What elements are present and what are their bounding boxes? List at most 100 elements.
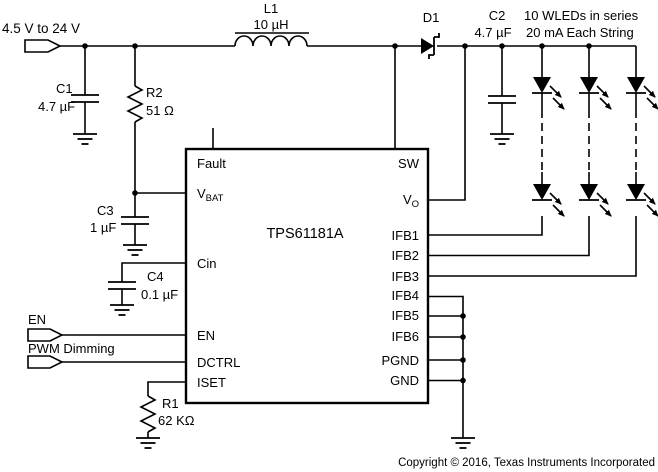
supply-input-label: 4.5 V to 24 V — [2, 21, 80, 36]
d1-ref-label: D1 — [423, 10, 440, 25]
junction-dot — [460, 377, 466, 384]
pin-label-ifb1: IFB1 — [392, 228, 419, 243]
resistor-r1-symbol — [140, 395, 156, 433]
l1-ref-label: L1 — [264, 1, 278, 16]
pin-vbat-base: V — [197, 186, 206, 201]
capacitor-c1: C1 4.7 µF — [38, 81, 100, 145]
led-icon — [579, 184, 611, 216]
junction-dot — [460, 357, 466, 363]
pin-label-en: EN — [197, 328, 215, 343]
c2-ref-label: C2 — [489, 8, 506, 23]
r1-ground-symbol — [135, 437, 161, 449]
bus-ground-symbol — [450, 437, 476, 449]
led-string-1 — [428, 46, 564, 236]
en-input: EN — [27, 312, 64, 342]
pin-vo-base: V — [403, 192, 412, 207]
junction-dot — [499, 43, 505, 49]
c2-value-label: 4.7 µF — [474, 25, 511, 40]
diode-d1: D1 — [421, 10, 440, 59]
c3-ground-symbol — [122, 244, 148, 256]
diode-d1-symbol — [421, 38, 434, 54]
c1-value-label: 4.7 µF — [38, 99, 75, 114]
c4-ground-symbol — [109, 304, 135, 316]
r2-value-label: 51 Ω — [146, 103, 174, 118]
ic-part-number: TPS61181A — [266, 226, 343, 242]
resistor-r2-symbol — [127, 85, 143, 123]
inductor-l1-symbol — [234, 35, 308, 47]
diode-d1-cathode — [428, 33, 440, 59]
led-string-3 — [428, 46, 658, 277]
en-signal-label: EN — [28, 312, 46, 327]
junction-dot — [460, 313, 466, 319]
wires — [60, 45, 636, 438]
pin-label-gnd: GND — [390, 373, 419, 388]
junction-dot — [132, 190, 138, 196]
junction-dot — [132, 43, 138, 49]
capacitor-c2-symbol — [487, 95, 517, 104]
capacitor-c4-symbol — [107, 281, 137, 290]
en-input-terminal — [27, 328, 64, 342]
capacitor-c4: C4 0.1 µF — [107, 269, 178, 316]
led-string-3-wires — [428, 46, 637, 277]
pin-vbat-sub: BAT — [206, 193, 224, 204]
pwm-signal-label: PWM Dimming — [28, 341, 115, 356]
led-note-line2: 20 mA Each String — [526, 25, 634, 40]
junction-dot — [539, 43, 545, 49]
led-icon — [532, 77, 564, 109]
c2-ground-symbol — [489, 133, 515, 145]
pin-label-fault: Fault — [197, 156, 226, 171]
ic-tps61181a: TPS61181A Fault VBAT Cin EN DCTRL ISET S… — [184, 147, 430, 405]
capacitor-c2: C2 4.7 µF — [474, 8, 517, 145]
supply-input: 4.5 V to 24 V — [2, 21, 80, 53]
led-note: 10 WLEDs in series 20 mA Each String — [524, 8, 639, 40]
capacitor-c3: C3 1 µF — [90, 203, 150, 256]
pwm-input: PWM Dimming — [27, 341, 115, 369]
pin-label-dctrl: DCTRL — [197, 355, 240, 370]
r1-value-label: 62 KΩ — [158, 413, 195, 428]
junction-dot — [392, 43, 398, 49]
inductor-l1: L1 10 µH — [234, 1, 309, 47]
pin-label-pgnd: PGND — [381, 353, 419, 368]
r2-ref-label: R2 — [146, 85, 163, 100]
wire-iset-r1 — [147, 381, 186, 438]
pin-label-vo: VO — [403, 192, 419, 210]
r1-ref-label: R1 — [162, 396, 179, 411]
junction-dots — [82, 43, 592, 384]
copyright-notice: Copyright © 2016, Texas Instruments Inco… — [398, 457, 655, 469]
capacitor-c1-symbol — [70, 94, 100, 103]
c4-ref-label: C4 — [147, 269, 164, 284]
capacitor-c3-symbol — [120, 216, 150, 225]
pwm-input-terminal — [27, 355, 64, 369]
led-string-2 — [428, 46, 611, 257]
junction-dot — [460, 334, 466, 340]
wire-cin-c4 — [121, 262, 186, 305]
pin-label-ifb2: IFB2 — [392, 248, 419, 263]
wire-gnd-bus — [428, 295, 464, 438]
pin-label-iset: ISET — [197, 375, 226, 390]
ic-body — [184, 147, 430, 405]
led-string-2-wires — [428, 46, 590, 257]
led-note-line1: 10 WLEDs in series — [524, 8, 639, 23]
pin-label-vbat: VBAT — [197, 186, 224, 204]
led-icon — [626, 77, 658, 109]
c3-ref-label: C3 — [97, 203, 114, 218]
wire-vo-feedback — [428, 46, 466, 201]
pin-vo-sub: O — [412, 199, 419, 210]
pin-label-ifb5: IFB5 — [392, 308, 419, 323]
junction-dot — [586, 43, 592, 49]
resistor-r2: R2 51 Ω — [127, 85, 174, 123]
led-icon — [532, 184, 564, 216]
led-string-1-wires — [428, 46, 543, 236]
wire-r2-vbat — [134, 46, 186, 194]
supply-input-terminal — [24, 39, 62, 53]
resistor-r1: R1 62 KΩ — [135, 395, 195, 449]
c3-value-label: 1 µF — [90, 220, 116, 235]
pin-label-sw: SW — [398, 156, 420, 171]
led-icon — [626, 184, 658, 216]
l1-value-label: 10 µH — [254, 17, 289, 32]
pin-label-cin: Cin — [197, 256, 217, 271]
junction-dot — [82, 43, 88, 49]
junction-dot — [462, 43, 468, 49]
